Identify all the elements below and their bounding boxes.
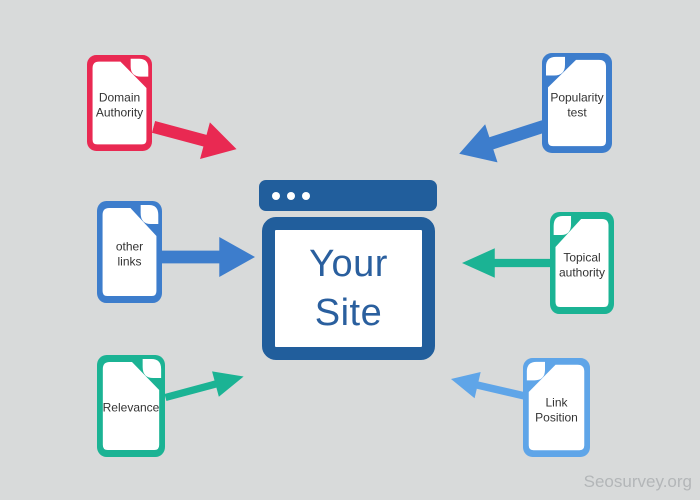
doc-topical-authority: Topical authority (550, 212, 614, 314)
doc-label: Popularity test (550, 90, 604, 120)
doc-label: Topical authority (558, 250, 606, 280)
doc-relevance: Relevance (97, 355, 165, 457)
your-site-title-line2: Site (314, 291, 383, 334)
doc-label: Domain Authority (95, 90, 144, 120)
doc-popularity-test: Popularity test (542, 53, 612, 153)
doc-label: other links (115, 239, 144, 269)
document-fold-icon (87, 55, 152, 151)
arrow-relevance-icon (164, 371, 244, 401)
doc-domain-authority: Domain Authority (87, 55, 152, 151)
doc-label: Link Position (535, 395, 578, 425)
document-fold-icon (97, 201, 162, 303)
arrow-topical-authority-icon (462, 248, 553, 278)
browser-dot-icon (272, 191, 280, 200)
doc-link-position: Link Position (523, 358, 590, 457)
browser-dot-icon (302, 191, 310, 200)
document-fold-icon (542, 53, 612, 153)
document-fold-icon (523, 358, 590, 457)
document-fold-icon (550, 212, 614, 314)
arrow-link-position-icon (450, 371, 526, 400)
your-site-window: Your Site (262, 217, 435, 360)
arrow-other-links-icon (161, 237, 255, 277)
doc-label: Relevance (102, 399, 160, 414)
arrow-popularity-test-icon (459, 120, 546, 163)
browser-dot-icon (287, 191, 295, 200)
document-fold-icon (97, 355, 165, 457)
arrow-domain-authority-icon (151, 121, 237, 160)
watermark-text: Seosurvey.org (583, 472, 692, 491)
doc-other-links: other links (97, 201, 162, 303)
browser-window-header (259, 180, 437, 211)
your-site-title-line1: Your (309, 242, 388, 285)
